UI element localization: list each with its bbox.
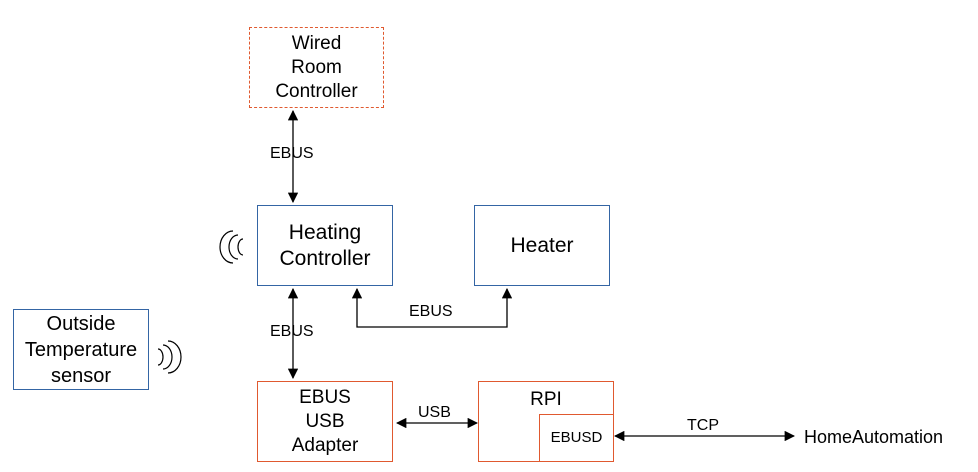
wireless-signal-icon xyxy=(157,340,182,374)
wired-room-controller-node: Wired Room Controller xyxy=(249,27,384,108)
edge-label-ebus-middle: EBUS xyxy=(270,323,314,340)
node-label: RPI xyxy=(530,389,562,410)
edge-label-usb: USB xyxy=(418,404,451,421)
node-label: Heating Controller xyxy=(279,220,371,270)
node-label: Outside Temperature sensor xyxy=(24,312,138,387)
wireless-signal-icon xyxy=(219,230,244,264)
ebus-usb-adapter-node: EBUS USB Adapter xyxy=(257,381,393,462)
node-label: Heater xyxy=(510,233,574,257)
ebusd-node: EBUSD xyxy=(539,414,614,462)
home-automation-label: HomeAutomation xyxy=(804,427,944,447)
edge-label-ebus-heater: EBUS xyxy=(409,303,453,320)
heater-node: Heater xyxy=(474,205,610,286)
edge-controller-heater xyxy=(351,287,513,328)
node-label: Wired Room Controller xyxy=(275,32,358,102)
outside-temperature-sensor-node: Outside Temperature sensor xyxy=(13,309,149,390)
edge-label-tcp: TCP xyxy=(687,417,719,434)
heating-controller-node: Heating Controller xyxy=(257,205,393,286)
node-label: EBUS USB Adapter xyxy=(291,386,359,456)
edge-label-ebus-top: EBUS xyxy=(270,145,314,162)
node-label: EBUSD xyxy=(550,429,603,446)
